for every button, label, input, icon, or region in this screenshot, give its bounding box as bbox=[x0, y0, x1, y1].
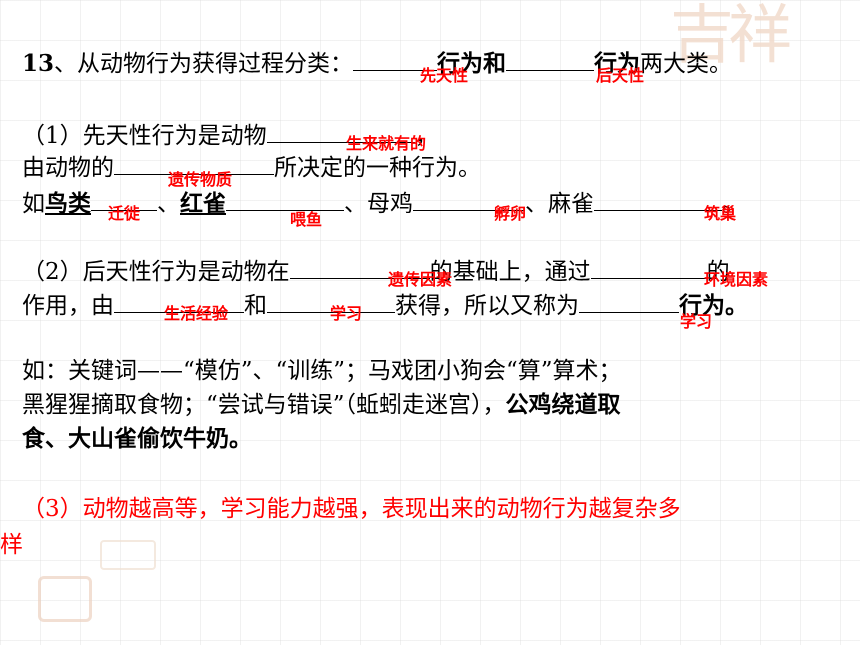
examples-text: 黑猩猩摘取食物；“尝试与错误”（蚯蚓走迷宫）， bbox=[22, 392, 506, 418]
answer-learning: 学习 bbox=[330, 304, 363, 323]
p1-text: 如 bbox=[22, 191, 45, 217]
examples-line3: 食、大山雀偷饮牛奶。 bbox=[22, 425, 252, 452]
decorative-stamp-icon bbox=[100, 540, 156, 570]
p2-blank-learn bbox=[267, 288, 395, 313]
p1-blank-migrate bbox=[91, 186, 157, 211]
q13-word1: 行为和 bbox=[437, 50, 507, 77]
p2-blank-genetic-factor bbox=[289, 254, 430, 279]
answer-learning-behavior: 学习 bbox=[680, 312, 713, 331]
q13-blank-2 bbox=[506, 46, 595, 71]
examples-line1: 如：关键词——“模仿”、“训练”；马戏团小狗会“算”算术； bbox=[22, 358, 622, 384]
q13-blank-1 bbox=[353, 46, 438, 71]
p1-text: 所决定的一种行为。 bbox=[274, 155, 481, 181]
answer-acquired: 后天性 bbox=[596, 66, 645, 85]
answer-environment-factor: 环境因素 bbox=[704, 270, 769, 289]
answer-innate: 先天性 bbox=[420, 66, 469, 85]
p2-text: 的 bbox=[706, 259, 730, 285]
answer-feed-fish: 喂鱼 bbox=[290, 210, 323, 229]
examples-bold-text: 公鸡绕道取 bbox=[505, 391, 621, 418]
p1-line2: 由动物的 所决定的一种行为。 bbox=[22, 150, 481, 183]
p2-text: （2）后天性行为是动物在 bbox=[22, 259, 290, 285]
p2-blank-learn-behavior bbox=[579, 288, 679, 313]
answer-genetic-material: 遗传物质 bbox=[168, 170, 233, 189]
p1-text: ， bbox=[414, 123, 438, 149]
q13-line: 13、从动物行为获得过程分类： 行为和 行为两大类。 bbox=[22, 46, 732, 79]
p2-blank-env-factor bbox=[590, 254, 707, 279]
q13-prefix: 、从动物行为获得过程分类： bbox=[54, 51, 354, 77]
answer-hatch: 孵卵 bbox=[494, 204, 527, 223]
p1-redbird: 红雀 bbox=[180, 190, 226, 217]
q13-word2: 行为 bbox=[594, 50, 641, 77]
answer-born-with: 生来就有的 bbox=[346, 134, 427, 153]
q13-suffix: 两大类。 bbox=[640, 51, 733, 77]
p2-line1: （2）后天性行为是动物在 的基础上，通过 的 bbox=[22, 254, 730, 287]
p1-text: （1）先天性行为是动物 bbox=[22, 123, 267, 149]
p1-blank-born bbox=[266, 118, 415, 143]
p1-bird: 鸟类 bbox=[45, 190, 91, 217]
p3-line1: （3）动物越高等，学习能力越强，表现出来的动物行为越复杂多 bbox=[22, 496, 681, 522]
decorative-seal-icon: 吉祥 bbox=[670, 0, 792, 72]
p1-blank-feedfish bbox=[226, 186, 344, 211]
p2-text: 和 bbox=[244, 293, 267, 319]
p3-line2: 样 bbox=[0, 532, 23, 558]
p2-text: 的基础上，通过 bbox=[429, 259, 591, 285]
p1-line1: （1）先天性行为是动物 ， bbox=[22, 118, 438, 151]
p1-text: 、麻雀 bbox=[525, 191, 594, 217]
p1-text: 。 bbox=[722, 191, 745, 217]
examples-line2: 黑猩猩摘取食物；“尝试与错误”（蚯蚓走迷宫），公鸡绕道取 bbox=[22, 390, 621, 420]
answer-nest: 筑巢 bbox=[704, 204, 737, 223]
p2-line2: 作用，由 和 获得，所以又称为 行为。 bbox=[22, 288, 748, 321]
q13-number: 13 bbox=[22, 50, 55, 77]
p1-text: 、母鸡 bbox=[344, 191, 413, 217]
p1-blank-hatch bbox=[413, 186, 525, 211]
p1-text: 由动物的 bbox=[22, 155, 114, 181]
p2-text: 行为。 bbox=[679, 292, 748, 319]
answer-life-experience: 生活经验 bbox=[164, 304, 229, 323]
p1-blank-nest bbox=[594, 186, 722, 211]
p2-text: 作用，由 bbox=[22, 293, 114, 319]
p1-text: 、 bbox=[157, 191, 180, 217]
answer-migrate: 迁徙 bbox=[108, 204, 141, 223]
answer-genetic-factor: 遗传因素 bbox=[388, 270, 453, 289]
p1-blank-genetic bbox=[114, 150, 274, 175]
p1-line3: 如鸟类 、红雀 、母鸡 、麻雀 。 bbox=[22, 186, 745, 219]
p2-blank-life-exp bbox=[114, 288, 244, 313]
decorative-stamp-icon bbox=[38, 576, 92, 622]
p2-text: 获得，所以又称为 bbox=[395, 293, 579, 319]
